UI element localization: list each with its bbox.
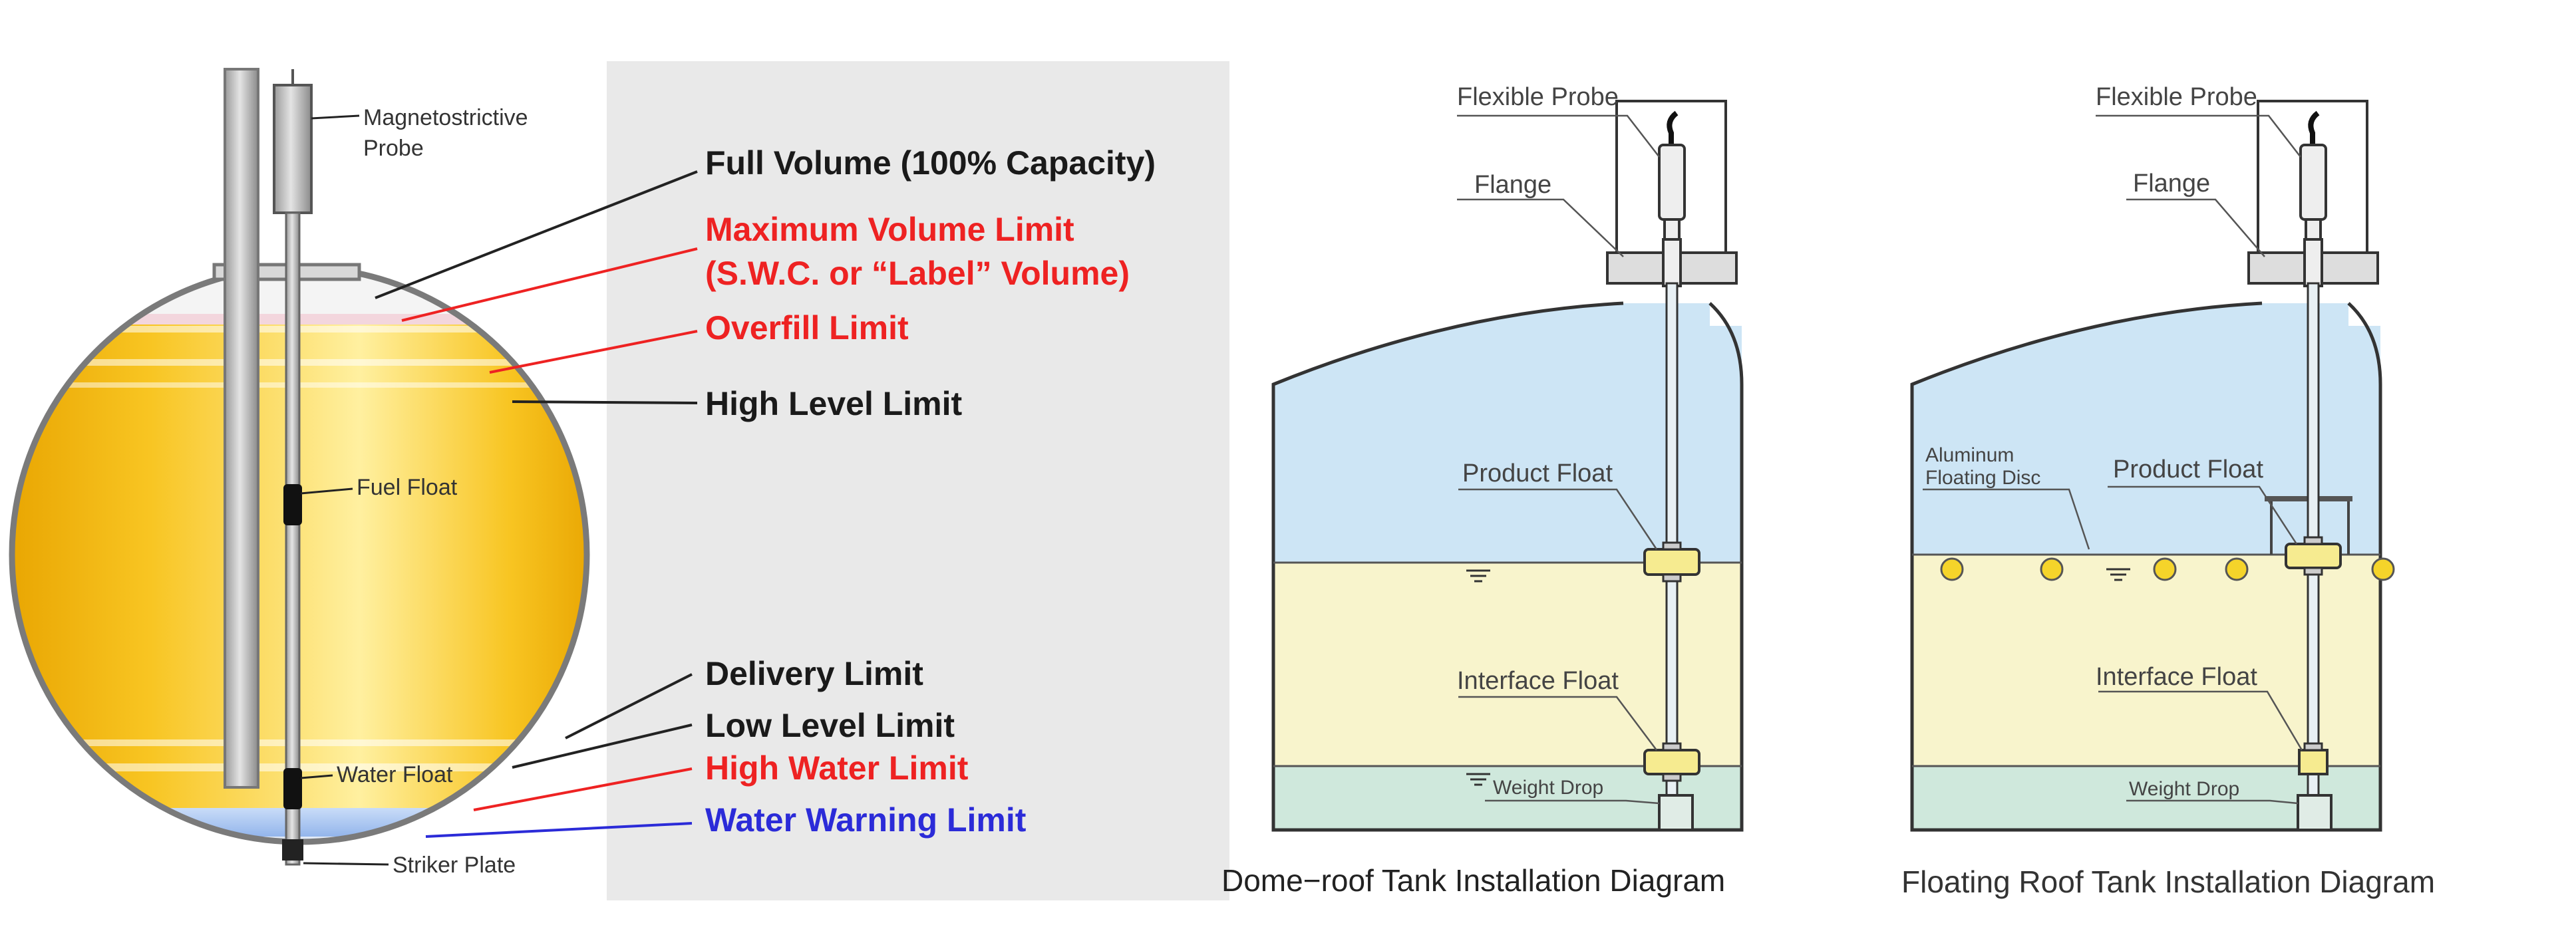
water-float [283, 768, 302, 809]
floating-probe-cable-icon [2308, 110, 2320, 145]
floating-weight-drop-label: Weight Drop [2129, 778, 2239, 800]
floating-tank-outline [1910, 301, 2382, 832]
full-volume-label: Full Volume (100% Capacity) [705, 144, 1156, 182]
dome-weight-drop-label: Weight Drop [1493, 777, 1603, 799]
dome-flange-label: Flange [1474, 171, 1551, 199]
dome-weight-drop [1658, 794, 1694, 831]
dome-interface-float-label: Interface Float [1457, 667, 1619, 695]
dome-tank-outline [1271, 301, 1744, 832]
delivery-leader [565, 673, 693, 739]
floating-ball [2371, 557, 2395, 581]
high-level-label: High Level Limit [705, 385, 963, 422]
probe-label-line1: Magnetostrictive [363, 105, 528, 130]
spherical-tank-panel: Magnetostrictive Probe Fuel Float Water … [0, 61, 1229, 900]
dome-product-float [1643, 548, 1700, 576]
floating-product-float [2285, 543, 2342, 569]
dome-product-layer [1273, 563, 1742, 766]
dome-caption: Dome−roof Tank Installation Diagram [1221, 863, 1725, 898]
striker-plate [282, 839, 303, 861]
dome-probe-cable-icon [1667, 110, 1679, 145]
dome-interface-float [1643, 749, 1700, 775]
floating-transmitter-head [2299, 144, 2327, 221]
full-volume-leader [375, 170, 698, 299]
dome-probe-rod [1665, 282, 1679, 797]
probe-stem [285, 211, 301, 866]
max-volume-label-line2: (S.W.C. or “Label” Volume) [705, 255, 1130, 292]
high-water-leader [473, 767, 693, 811]
floating-flexible-probe-label: Flexible Probe [2096, 83, 2257, 111]
striker-plate-label: Striker Plate [393, 853, 516, 878]
high-water-label: High Water Limit [705, 749, 969, 787]
floating-aluminum-label-line1: Aluminum [1925, 444, 2014, 466]
floating-roof-tank-diagram: Flexible Probe Flange Aluminum Floating … [1901, 83, 2435, 899]
fill-pipe [224, 68, 259, 789]
floating-caption: Floating Roof Tank Installation Diagram [1901, 864, 2435, 899]
floating-flange-label: Flange [2133, 170, 2210, 198]
low-level-leader [512, 724, 693, 769]
fuel-float-label: Fuel Float [357, 475, 458, 500]
max-volume-leader [401, 247, 698, 322]
floating-interface-float [2298, 749, 2329, 775]
floating-weight-drop [2297, 794, 2333, 831]
floating-product-layer [1912, 555, 2380, 766]
floating-ball [1940, 557, 1964, 581]
delivery-label: Delivery Limit [705, 655, 923, 692]
probe-head [273, 84, 313, 214]
water-warning-leader [425, 822, 693, 838]
dome-flexible-probe-label: Flexible Probe [1457, 83, 1619, 111]
floating-ball [2225, 557, 2249, 581]
overfill-label: Overfill Limit [705, 309, 909, 346]
overfill-leader [489, 330, 698, 374]
dome-product-float-label: Product Float [1462, 460, 1613, 487]
low-level-label: Low Level Limit [705, 707, 955, 744]
high-level-leader [512, 400, 698, 404]
water-float-label: Water Float [337, 762, 453, 787]
floating-ball [2040, 557, 2064, 581]
fuel-float [283, 484, 302, 525]
floating-aluminum-label-line2: Floating Disc [1925, 467, 2040, 489]
dome-air-space [1273, 303, 1742, 563]
max-volume-label-line1: Maximum Volume Limit [705, 211, 1074, 248]
floating-interface-float-label: Interface Float [2096, 663, 2257, 691]
dome-transmitter-head [1658, 144, 1686, 221]
probe-label-line2: Probe [363, 136, 424, 161]
water-warning-label: Water Warning Limit [705, 801, 1027, 839]
dome-roof-tank-diagram: Flexible Probe Flange Product Float Inte… [1221, 83, 1744, 898]
floating-product-float-label: Product Float [2113, 456, 2263, 483]
floating-ball [2153, 557, 2177, 581]
